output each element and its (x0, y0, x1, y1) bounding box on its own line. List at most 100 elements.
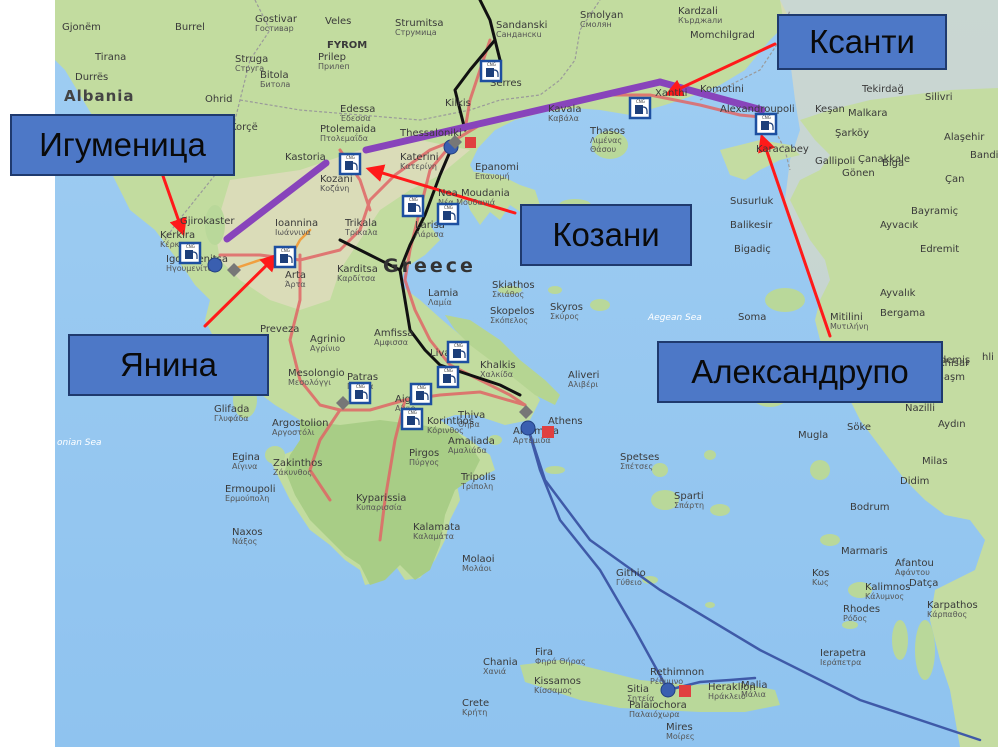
cng-station-text: CNG (186, 244, 195, 249)
place-label: Şarköy (835, 128, 869, 139)
cng-station-text: CNG (409, 197, 418, 202)
place-label: Xanthi (655, 88, 687, 99)
gallipoli-land (720, 140, 800, 180)
place-label: Burrel (175, 22, 205, 33)
cng-station-text: CNG (356, 384, 365, 389)
cng-station-icon: CNG (436, 202, 460, 226)
cng-station-icon: CNG (338, 152, 362, 176)
place-label: Alaşehir (944, 132, 985, 143)
place-label: Bandirma (970, 150, 998, 161)
place-label: Preveza (260, 324, 299, 335)
map-labels: Albania FYROM Greece Aegean Sea onian Se… (57, 40, 702, 448)
place-label: Marmaris (841, 546, 888, 557)
place-label: Milas (922, 456, 948, 467)
place-label: Durrës (75, 72, 108, 83)
place-label: Thessaloniki (399, 128, 462, 139)
place-label: Athens (548, 416, 583, 427)
cng-station-icon: CNG (348, 381, 372, 405)
cng-station-text: CNG (454, 343, 463, 348)
cng-station-text: CNG (408, 410, 417, 415)
place-label: Bergama (880, 308, 925, 319)
callout-arrows (161, 42, 832, 338)
place-label: Ayvacık (880, 220, 918, 231)
callout-ksanti[interactable]: Ксанти (777, 14, 947, 70)
place-label: Gjirokaster (180, 216, 235, 227)
euboea-land (445, 315, 560, 405)
place-label: Bayramiç (911, 206, 958, 217)
country-label: FYROM (327, 40, 367, 51)
callout-alexandrupo[interactable]: Александрупо (657, 341, 943, 403)
terminals (207, 135, 691, 698)
place-label: Didim (900, 476, 929, 487)
cng-station-text: CNG (346, 155, 355, 160)
cng-station-icon: CNG (479, 59, 503, 83)
place-label: Komotini (700, 84, 744, 95)
place-label: Edremit (920, 244, 959, 255)
place-label: Susurluk (730, 196, 773, 207)
place-label: Akhisar (932, 358, 970, 369)
place-label: Keşan (815, 104, 845, 115)
place-label: Başm (937, 372, 965, 383)
place-label: Tekirdağ (861, 83, 904, 95)
callout-kozani[interactable]: Козани (520, 204, 692, 266)
place-label: Alexandroupoli (720, 104, 795, 115)
callout-igumenitsa[interactable]: Игуменица (10, 114, 235, 176)
callout-yanina[interactable]: Янина (68, 334, 269, 396)
place-label: Kastoria (285, 152, 326, 163)
cng-station-text: CNG (444, 368, 453, 373)
balkan-land (55, 0, 790, 585)
peloponnese-land (285, 420, 480, 585)
cng-station-text: CNG (636, 99, 645, 104)
cng-station-icon: CNG (628, 96, 652, 120)
cng-station-text: CNG (281, 248, 290, 253)
cng-station-icon: CNG (436, 365, 460, 389)
place-label: Gjonëm (62, 22, 101, 33)
place-label: Balikesir (730, 220, 773, 231)
cng-station-icon: CNG (754, 112, 778, 136)
place-label: Korçë (230, 122, 258, 133)
